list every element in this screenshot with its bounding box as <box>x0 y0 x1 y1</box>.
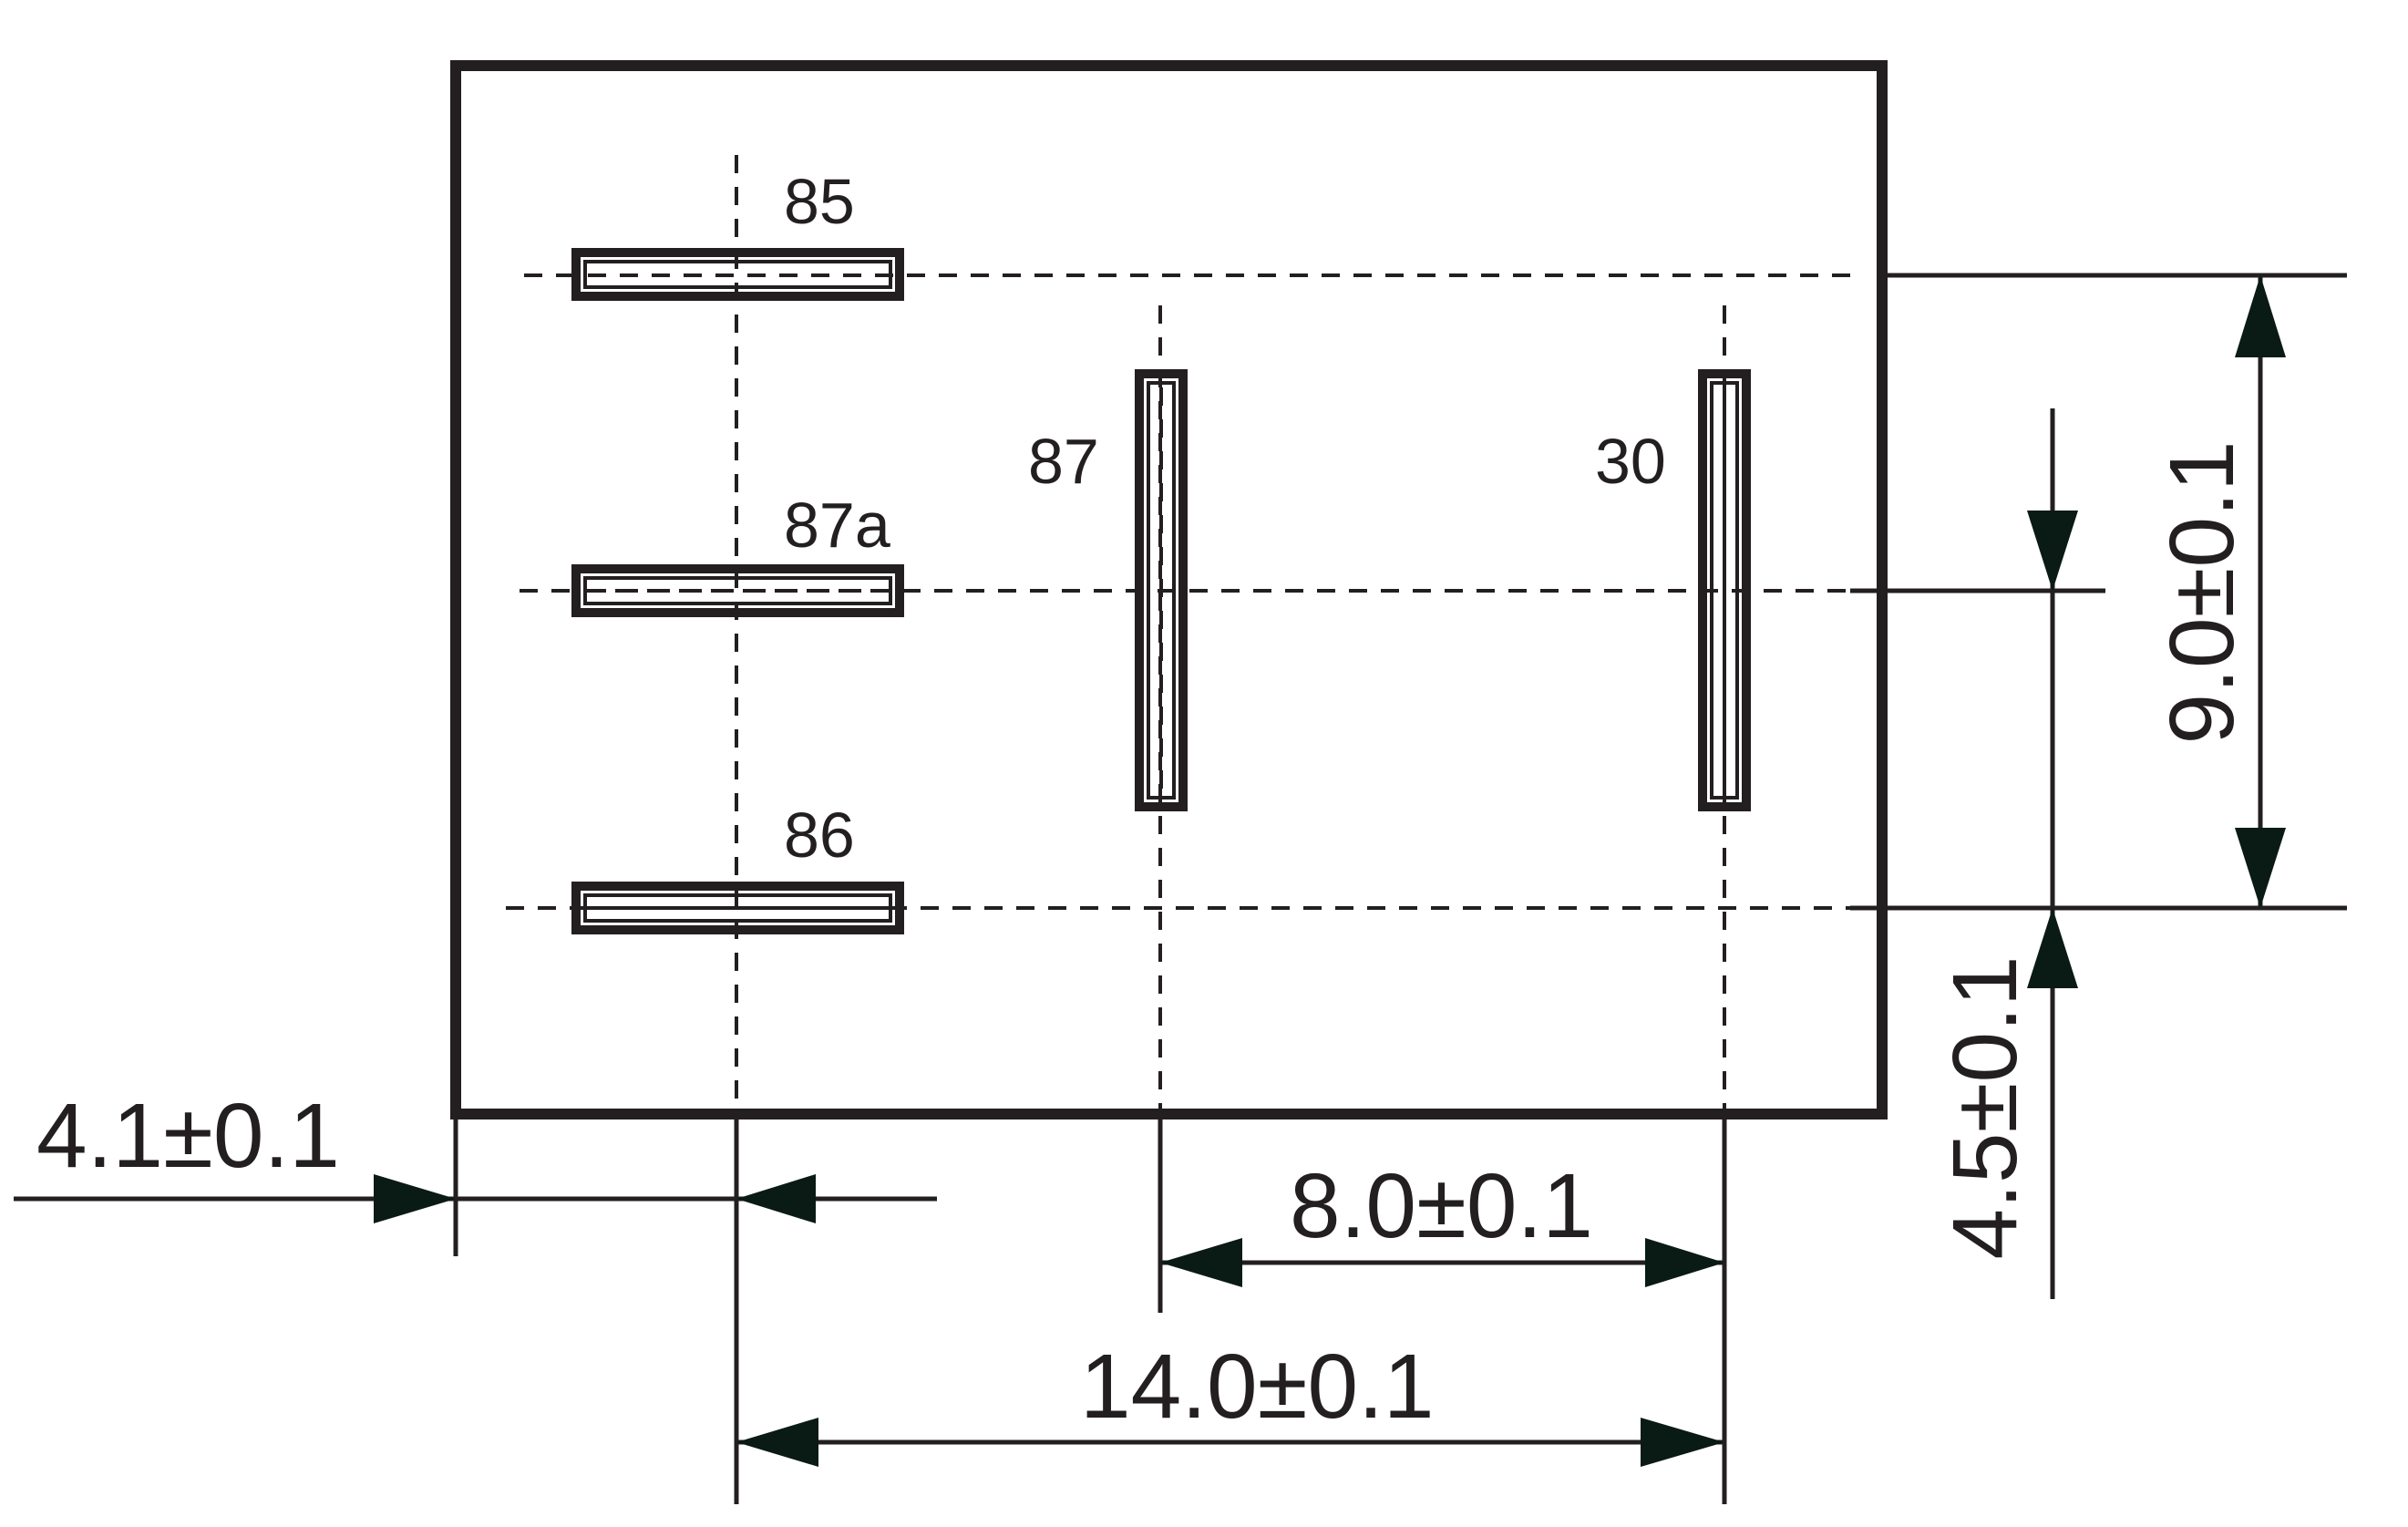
dimension-text-spacing-87-30: 8.0±0.1 <box>1290 1155 1593 1257</box>
pin-87a <box>571 564 904 617</box>
pin-30 <box>1698 369 1751 811</box>
pin-87 <box>1135 369 1188 811</box>
dimension-left-offset <box>14 1174 937 1223</box>
dimension-vertical-total <box>2235 275 2286 908</box>
pin-label-87a: 87a <box>784 490 890 561</box>
dimension-vertical-half <box>2027 408 2078 1299</box>
pin-label-87: 87 <box>1028 426 1099 497</box>
dimension-text-vertical-total: 9.0±0.1 <box>2151 441 2253 745</box>
pin-86 <box>571 882 904 934</box>
pin-85 <box>571 248 904 301</box>
dimension-spacing-87-30 <box>1160 1238 1724 1287</box>
dimension-text-left-offset: 4.1±0.1 <box>36 1085 340 1187</box>
dimension-spacing-86-30 <box>736 1418 1724 1467</box>
pin-label-86: 86 <box>784 800 855 871</box>
extension-lines <box>453 273 2347 1504</box>
pin-label-30: 30 <box>1595 426 1666 497</box>
pin-label-85: 85 <box>784 166 855 237</box>
dimension-text-spacing-86-30: 14.0±0.1 <box>1080 1336 1435 1438</box>
dimension-text-vertical-half: 4.5±0.1 <box>1934 956 2036 1260</box>
